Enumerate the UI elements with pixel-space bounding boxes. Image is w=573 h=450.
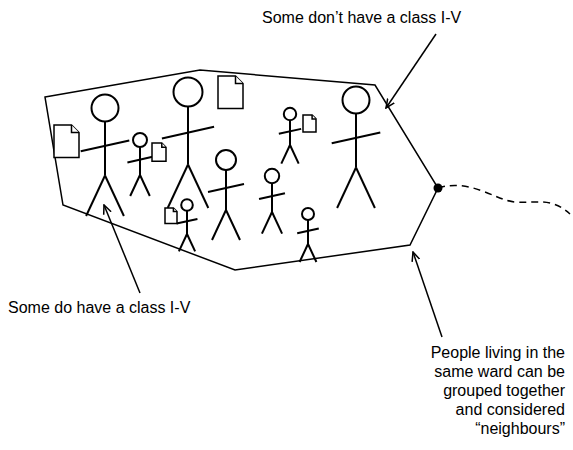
stick-figure bbox=[81, 95, 130, 217]
stick-figure bbox=[332, 87, 381, 209]
document-icon bbox=[218, 76, 243, 109]
stick-figure bbox=[177, 199, 198, 251]
stick-figure bbox=[208, 150, 244, 240]
ward-link-dashed bbox=[438, 185, 570, 214]
callout-text: Some do have a class I-V bbox=[8, 298, 190, 317]
stick-figure bbox=[162, 78, 214, 209]
stick-figure bbox=[127, 133, 152, 196]
leader-line bbox=[413, 252, 442, 337]
callout-text: People living in the same ward can be gr… bbox=[419, 343, 565, 438]
stick-figure bbox=[279, 108, 301, 164]
stick-figure bbox=[297, 208, 319, 262]
leader-line bbox=[104, 205, 140, 293]
callout-text: Some don’t have a class I-V bbox=[262, 8, 461, 27]
document-icon bbox=[152, 143, 166, 161]
stick-figure bbox=[259, 169, 285, 234]
document-icon bbox=[165, 208, 177, 224]
document-icon bbox=[54, 125, 79, 158]
document-icon bbox=[303, 115, 316, 132]
leader-line bbox=[386, 34, 436, 108]
ward-node-dot bbox=[434, 184, 443, 193]
ward-boundary bbox=[45, 70, 438, 270]
